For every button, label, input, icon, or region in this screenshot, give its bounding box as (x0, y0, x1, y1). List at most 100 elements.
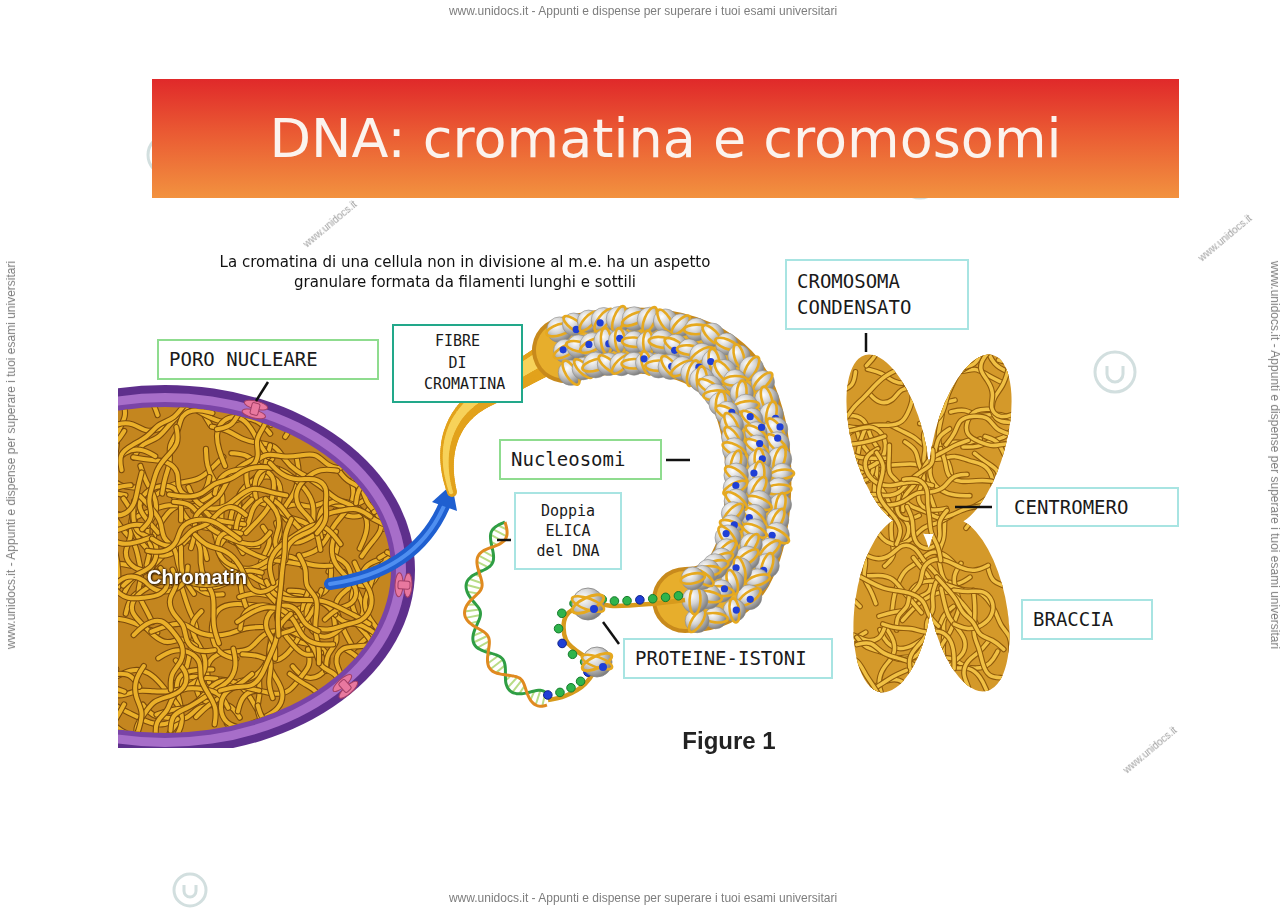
illustration-part (381, 456, 448, 484)
illustration-part (833, 492, 864, 580)
illustration-part (1107, 366, 1123, 382)
illustration-part (955, 506, 992, 509)
illustration-part (169, 467, 277, 497)
illustration-part (339, 406, 370, 487)
illustration-part (785, 531, 864, 572)
illustration-part (118, 721, 205, 748)
illustration-part (142, 427, 178, 529)
illustration-part (133, 457, 209, 496)
illustration-part (158, 650, 215, 724)
illustration-part (245, 721, 298, 748)
illustration-part (497, 539, 511, 542)
label-text: Nucleosomi (511, 447, 650, 472)
illustration-part (184, 885, 196, 897)
illustration-part (1027, 559, 1122, 583)
illustration-part (278, 519, 292, 636)
illustration-part (981, 706, 1027, 778)
illustration-part (681, 567, 704, 590)
illustration-part (784, 481, 838, 553)
illustration-part (785, 531, 864, 572)
illustration-part (845, 655, 915, 721)
figure-caption: Figure 1 (682, 727, 775, 755)
illustration-part (357, 625, 440, 705)
illustration-part (241, 398, 268, 420)
illustration-part (378, 649, 436, 700)
label-box: PROTEINE-ISTONI (623, 638, 833, 679)
illustration-part (400, 661, 448, 741)
illustration-part (871, 689, 892, 780)
illustration-part (488, 656, 499, 664)
illustration-part (817, 703, 833, 794)
illustration-part (832, 436, 885, 486)
illustration-part (865, 333, 868, 352)
illustration-part (868, 670, 906, 720)
illustration-part (883, 624, 954, 669)
illustration-part (904, 479, 941, 561)
illustration-part (293, 717, 376, 748)
illustration-part (365, 676, 400, 748)
illustration-part (856, 574, 938, 626)
illustration-part (822, 537, 876, 604)
illustration-part (227, 724, 257, 748)
illustration-part (1095, 352, 1135, 392)
illustration-part (597, 319, 604, 326)
illustration-part (946, 416, 1024, 445)
illustration-part (868, 670, 906, 720)
illustration-part (299, 555, 319, 663)
illustration-part (152, 507, 246, 546)
illustration-part (762, 397, 839, 450)
illustration-part (776, 423, 783, 430)
illustration-part (750, 470, 757, 477)
illustration-part (554, 624, 563, 633)
label-text: www.unidocs.it - Appunti e dispense per … (1268, 261, 1282, 649)
illustration-part (603, 622, 619, 644)
illustration-part (292, 711, 330, 748)
illustration-part (661, 593, 670, 602)
illustration-part (846, 330, 917, 366)
illustration-part (466, 615, 481, 618)
illustration-part (636, 596, 645, 605)
illustration-part (292, 691, 385, 743)
illustration-part (846, 330, 917, 366)
illustration-part (405, 609, 448, 697)
illustration-part (118, 473, 142, 549)
illustration-part (877, 453, 901, 545)
illustration-part (816, 386, 847, 474)
illustration-part (832, 525, 860, 607)
illustration-part (560, 346, 567, 353)
illustration-part (316, 644, 374, 703)
watermark: www.unidocs.it - Appunti e dispense per … (1268, 261, 1282, 649)
label-text: www.unidocs.it - Appunti e dispense per … (449, 4, 837, 18)
illustration-part (299, 555, 319, 663)
illustration-part (147, 520, 239, 552)
illustration-part (536, 690, 541, 705)
illustration-part (728, 598, 741, 623)
illustration-part (816, 386, 847, 474)
illustration-part (118, 354, 158, 415)
illustration-part (314, 703, 347, 748)
illustration-part (936, 703, 1008, 735)
illustration-part (777, 372, 855, 416)
illustration-part (756, 440, 763, 447)
illustration-part (142, 427, 178, 529)
illustration-part (762, 397, 839, 450)
illustration-part (118, 704, 124, 748)
illustration-part (314, 703, 347, 748)
illustration-part (398, 581, 410, 589)
illustration-part (237, 607, 333, 644)
illustration-part (920, 352, 978, 424)
illustration-part (132, 666, 144, 748)
illustration-part (778, 391, 834, 428)
label-box: Doppia ELICA del DNA (514, 492, 622, 570)
illustration-part (465, 609, 480, 611)
illustration-part (992, 357, 1025, 432)
illustration-part (732, 482, 739, 489)
illustration-part (139, 742, 186, 748)
illustration-part (339, 406, 370, 487)
illustration-part (338, 679, 352, 693)
illustration-part (365, 676, 400, 748)
illustration-part (788, 691, 849, 744)
illustration-part (570, 593, 606, 615)
illustration-part (778, 495, 870, 525)
